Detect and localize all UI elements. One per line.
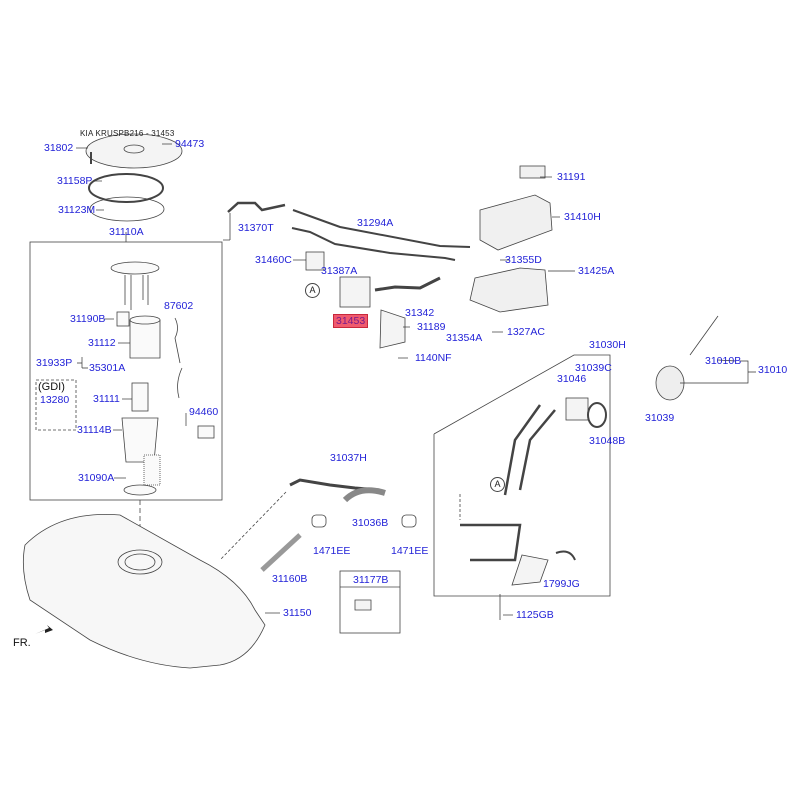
part-label-94473[interactable]: 94473 — [175, 138, 205, 150]
part-label-31453-highlighted[interactable]: 31453 — [333, 314, 369, 328]
part-label-31425a[interactable]: 31425A — [578, 265, 615, 277]
part-label-31387a[interactable]: 31387A — [321, 265, 358, 277]
pump-module — [110, 261, 215, 496]
part-label-31355d[interactable]: 31355D — [505, 254, 542, 266]
part-label-31111[interactable]: 31111 — [93, 393, 120, 405]
part-label-1799jg[interactable]: 1799JG — [543, 578, 580, 590]
o-ring — [89, 196, 165, 222]
reference-marker-a-filler: A — [490, 477, 505, 492]
inset-box-title[interactable]: 31177B — [353, 574, 389, 586]
filler-neck — [460, 404, 556, 562]
diagram-caption: KIA KRUSPB216 - 31453 — [80, 129, 175, 138]
front-direction-label: FR. — [13, 637, 31, 649]
part-label-1327ac[interactable]: 1327AC — [507, 326, 545, 338]
part-label-31342[interactable]: 31342 — [405, 307, 435, 319]
part-label-31123m[interactable]: 31123M — [58, 204, 96, 216]
lock-ring — [88, 173, 164, 203]
part-label-31160b[interactable]: 31160B — [272, 573, 308, 585]
part-label-1471ee-right[interactable]: 1471EE — [391, 545, 429, 557]
part-label-94460[interactable]: 94460 — [189, 406, 219, 418]
part-label-31010[interactable]: 31010 — [758, 364, 788, 376]
part-label-1125gb[interactable]: 1125GB — [516, 609, 554, 621]
part-label-31112[interactable]: 31112 — [88, 337, 116, 349]
part-label-31039c[interactable]: 31039C — [575, 362, 612, 374]
fuel-tank — [22, 514, 266, 669]
part-label-31410h[interactable]: 31410H — [564, 211, 601, 223]
part-label-87602[interactable]: 87602 — [164, 300, 194, 312]
part-label-31090a[interactable]: 31090A — [78, 472, 115, 484]
part-label-31354a[interactable]: 31354A — [446, 332, 483, 344]
front-arrow — [35, 625, 53, 634]
part-label-1471ee-left[interactable]: 1471EE — [313, 545, 351, 557]
part-label-31110a[interactable]: 31110A — [109, 226, 144, 238]
filler-assembly-frame — [433, 354, 611, 597]
part-label-31191[interactable]: 31191 — [557, 171, 586, 183]
part-label-31046[interactable]: 31046 — [557, 373, 587, 385]
part-label-31158p[interactable]: 31158P — [57, 175, 93, 187]
part-label-31039[interactable]: 31039 — [645, 412, 675, 424]
canister — [479, 165, 553, 251]
part-label-31030h[interactable]: 31030H — [589, 339, 626, 351]
part-label-31189[interactable]: 31189 — [417, 321, 446, 333]
gdi-frame — [35, 379, 77, 431]
part-label-31190b[interactable]: 31190B — [70, 313, 106, 325]
part-label-31150[interactable]: 31150 — [283, 607, 312, 619]
part-label-31037h[interactable]: 31037H — [330, 452, 367, 464]
part-label-31933p[interactable]: 31933P — [36, 357, 73, 369]
part-label-31036b[interactable]: 31036B — [352, 517, 389, 529]
reference-marker-a: A — [305, 283, 320, 298]
part-label-35301a[interactable]: 35301A — [89, 362, 126, 374]
vent-valve — [339, 276, 371, 308]
canister-bracket — [469, 267, 549, 313]
part-label-31010b[interactable]: 31010B — [705, 355, 742, 367]
fuel-cap — [655, 365, 685, 401]
part-label-13280[interactable]: 13280 — [40, 394, 70, 406]
gdi-label: (GDI) — [38, 381, 65, 393]
part-label-31114b[interactable]: 31114B — [77, 424, 112, 436]
part-label-31294a[interactable]: 31294A — [357, 217, 394, 229]
pump-cover-plate — [85, 133, 183, 169]
part-label-31370t[interactable]: 31370T — [238, 222, 274, 234]
part-label-1140nf[interactable]: 1140NF — [415, 352, 452, 364]
part-label-31048b[interactable]: 31048B — [589, 435, 626, 447]
inset-box-frame — [339, 570, 401, 634]
bracket — [379, 309, 406, 349]
part-label-31460c[interactable]: 31460C — [255, 254, 292, 266]
part-label-31802[interactable]: 31802 — [44, 142, 74, 154]
